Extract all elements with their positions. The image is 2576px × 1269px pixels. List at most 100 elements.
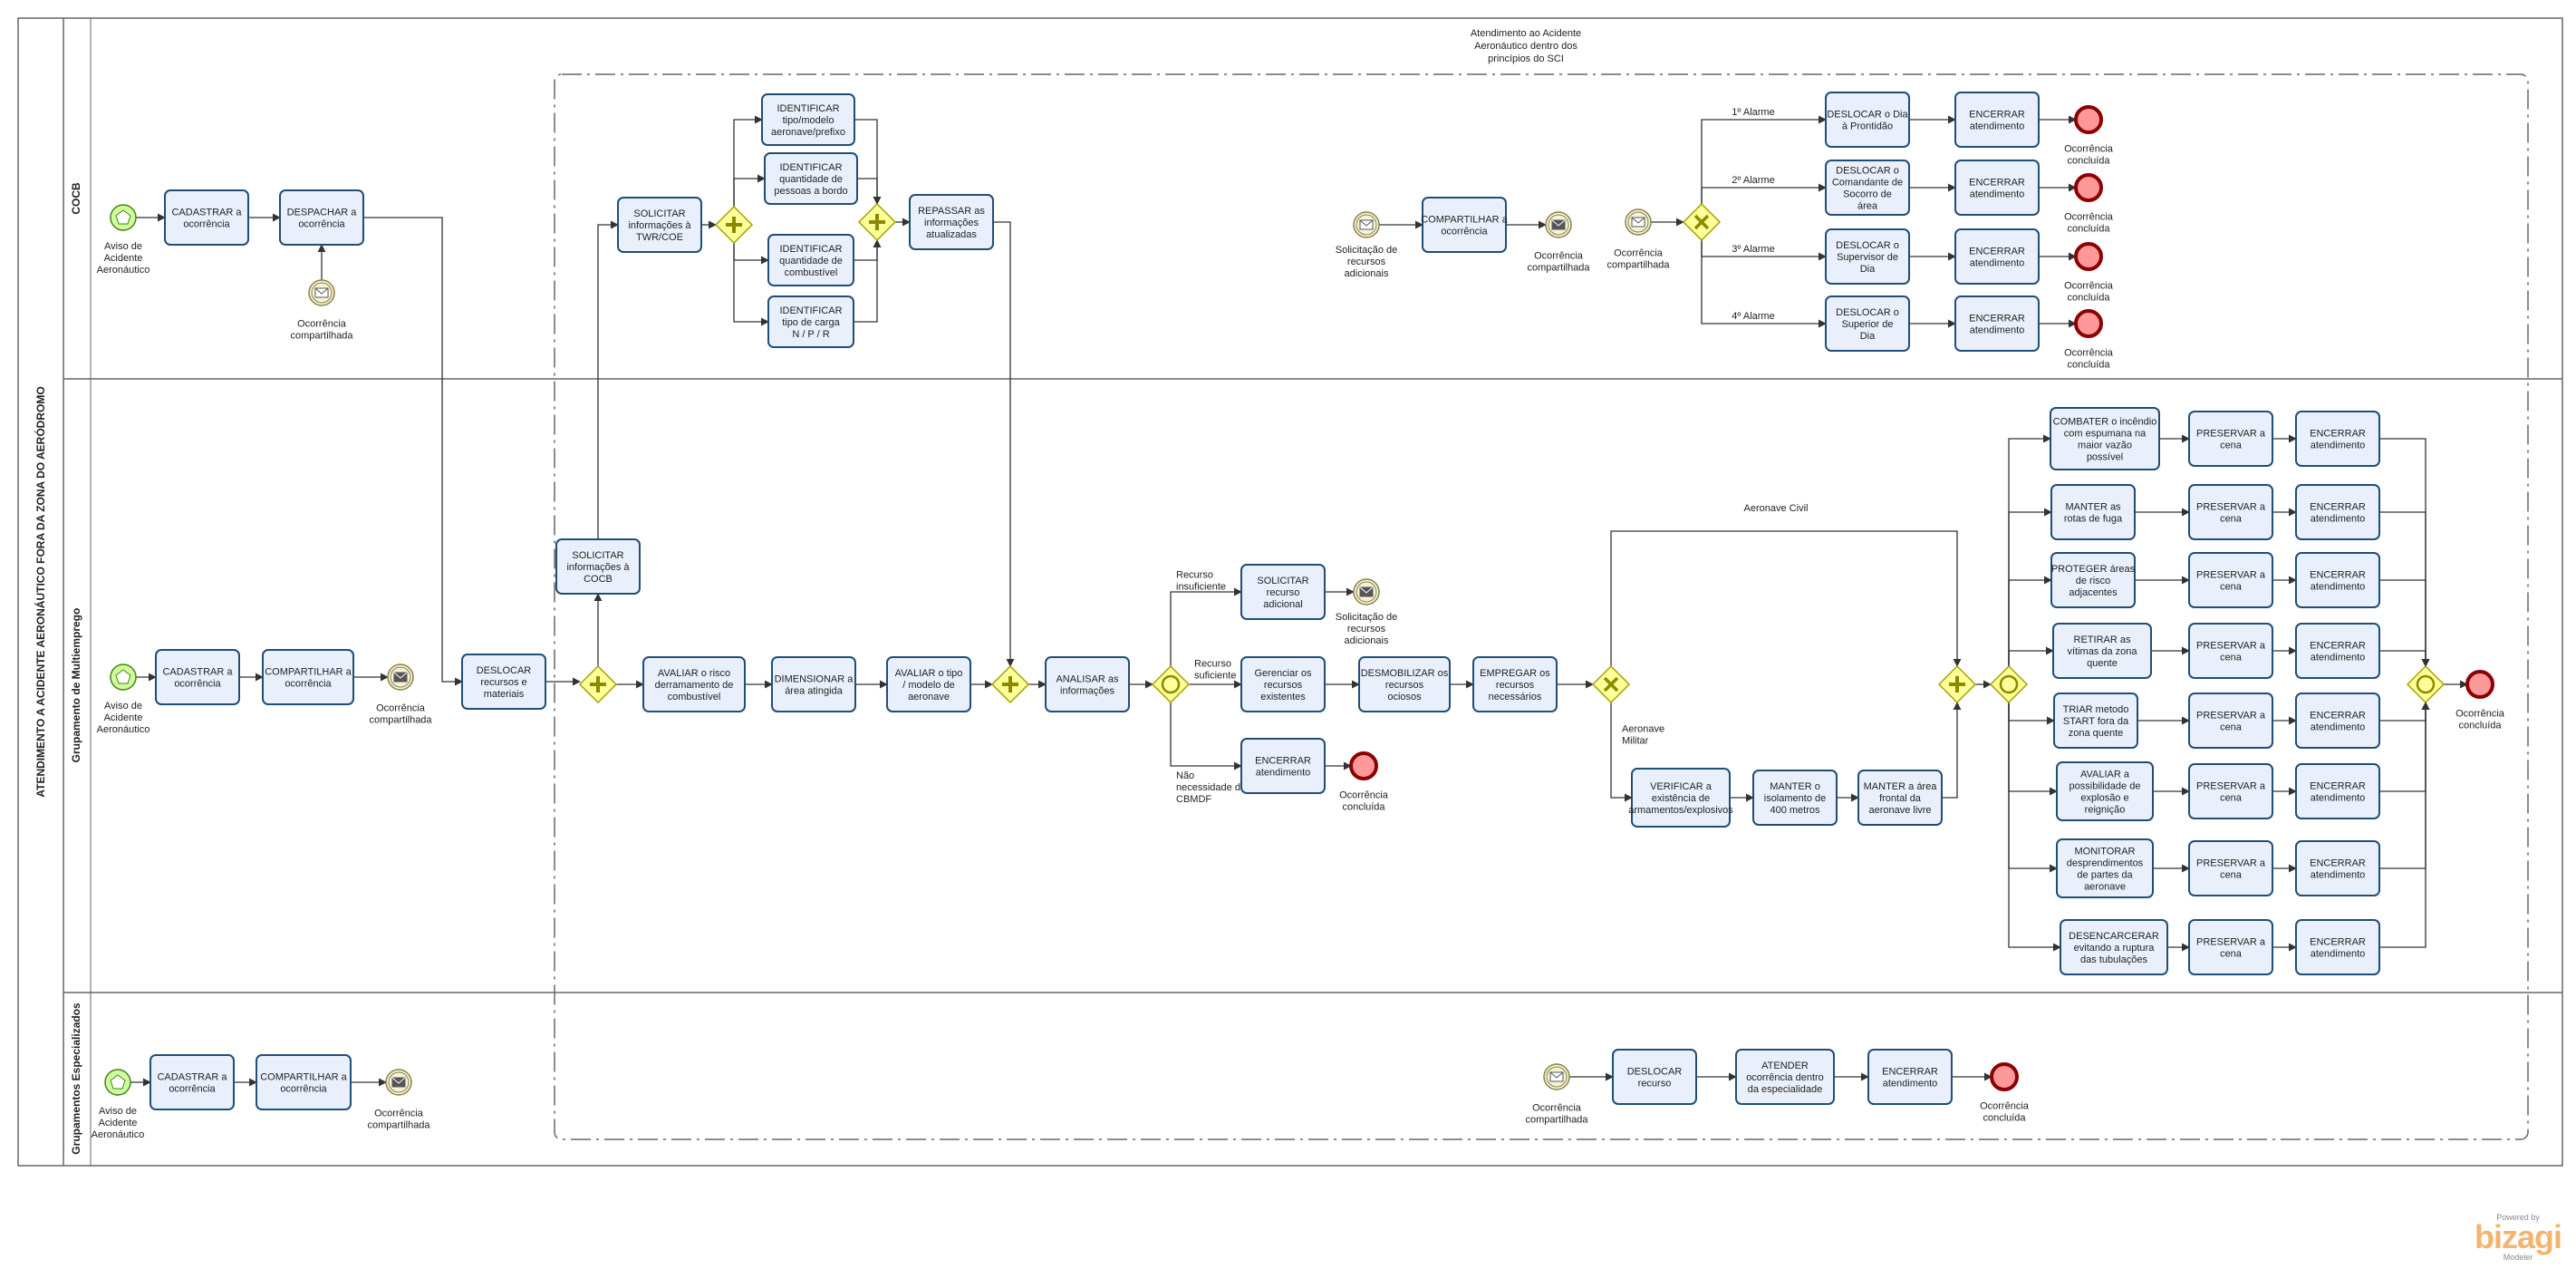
- sci-group: [554, 73, 2529, 1140]
- sequence-flow: [363, 217, 463, 686]
- sequence-flow: [2379, 702, 2430, 948]
- sequence-flow: [854, 239, 882, 323]
- gateway-exclusive-cocb_gx: [1682, 202, 1722, 242]
- lane-title-especializados: Grupamentos Especializados: [70, 1003, 82, 1155]
- flow-label: 2º Alarme: [1732, 175, 1774, 186]
- sequence-flow: [1170, 587, 1242, 666]
- sequence-flow: [2008, 702, 2061, 952]
- gateway-parallel-cocb_g1: [714, 205, 754, 245]
- flow-label: 4º Alarme: [1732, 311, 1774, 322]
